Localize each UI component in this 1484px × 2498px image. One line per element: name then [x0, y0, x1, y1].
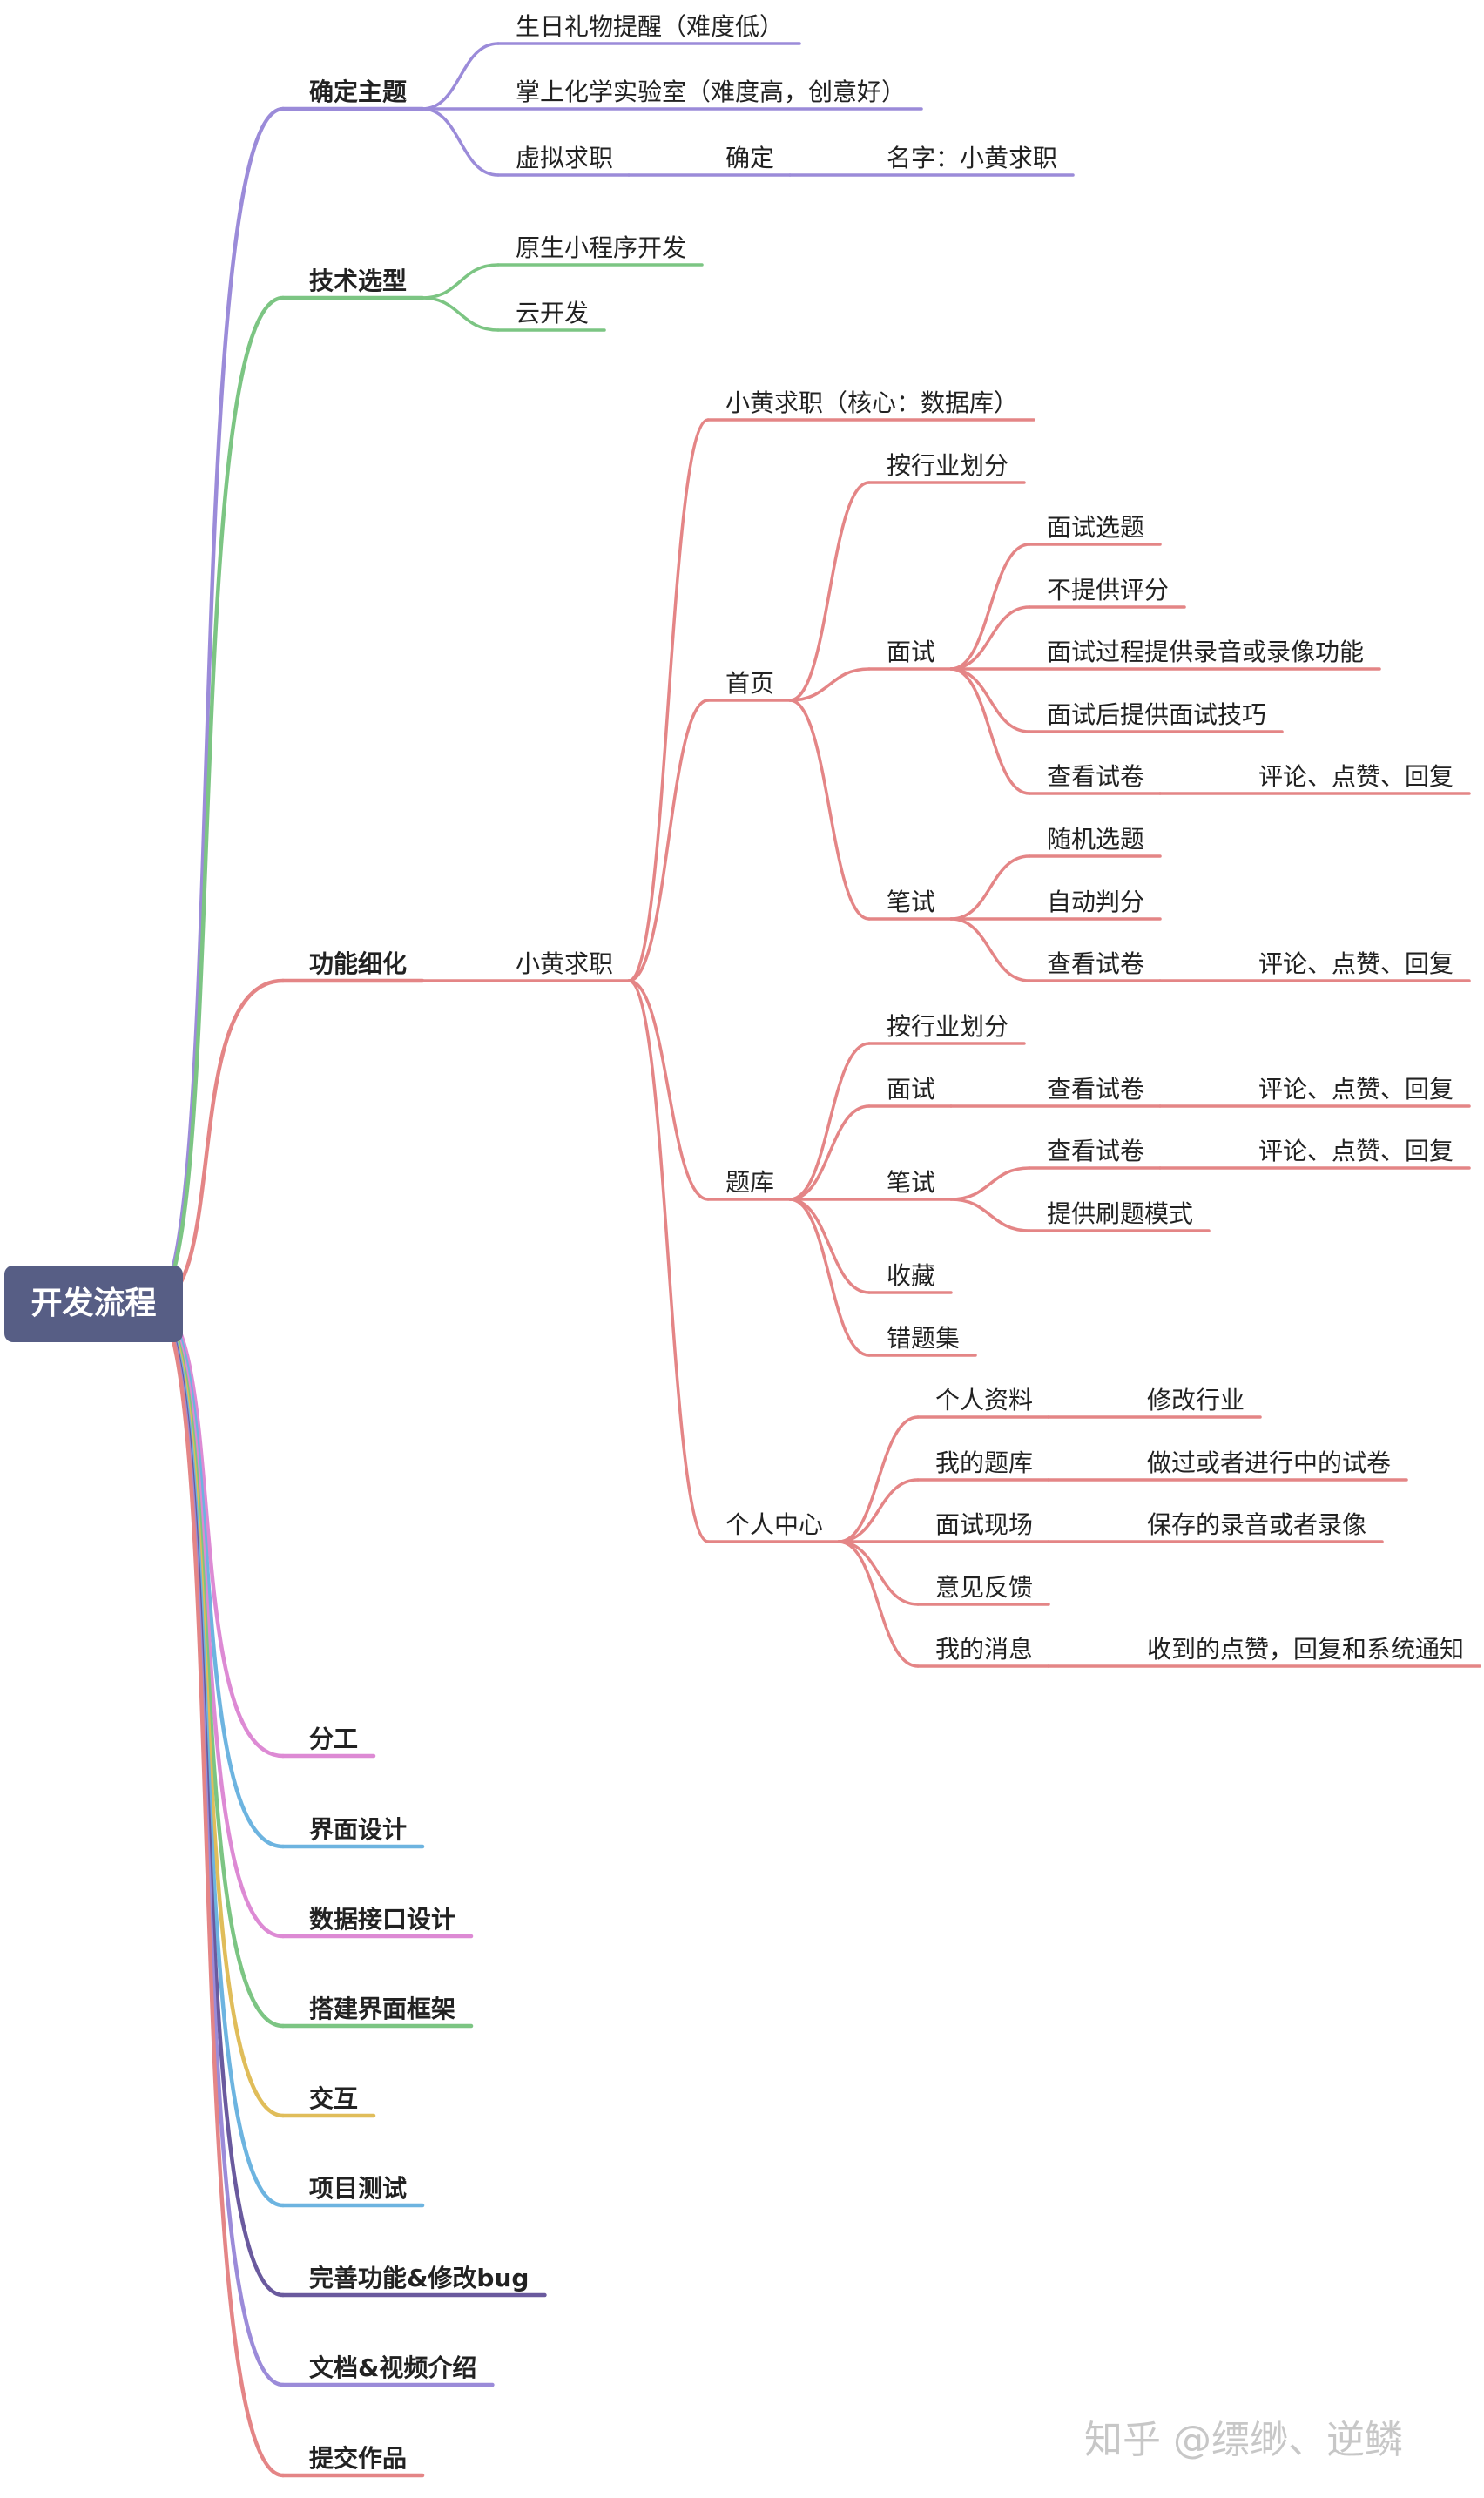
topic-node[interactable]: 自动判分 — [1047, 888, 1145, 916]
topic-node[interactable]: 评论、点赞、回复 — [1258, 949, 1454, 978]
branch-node[interactable]: 项目测试 — [309, 2174, 408, 2203]
branch-node[interactable]: 完善功能&修改bug — [309, 2264, 530, 2292]
branch-node[interactable]: 界面设计 — [309, 1815, 408, 1844]
topic-connector — [837, 1540, 920, 1606]
topic-node[interactable]: 面试后提供面试技巧 — [1047, 700, 1267, 729]
branch-connector — [150, 1301, 286, 2387]
topic-node[interactable]: 评论、点赞、回复 — [1258, 1137, 1454, 1165]
topic-node[interactable]: 个人中心 — [725, 1510, 824, 1539]
topic-connector — [627, 979, 710, 1543]
topic-node[interactable]: 收藏 — [887, 1261, 936, 1290]
topic-connector — [949, 917, 1031, 982]
topic-node[interactable]: 查看试卷 — [1047, 1137, 1145, 1165]
topic-node[interactable]: 题库 — [725, 1168, 775, 1197]
topic-connector — [788, 1198, 871, 1294]
topic-node[interactable]: 原生小程序开发 — [516, 233, 687, 262]
topic-node[interactable]: 面试选题 — [1047, 513, 1145, 542]
topic-connector — [788, 1104, 871, 1201]
topic-node[interactable]: 我的消息 — [935, 1635, 1034, 1664]
topic-node[interactable]: 个人资料 — [935, 1386, 1034, 1414]
topic-node[interactable]: 评论、点赞、回复 — [1258, 762, 1454, 791]
branch-node[interactable]: 技术选型 — [309, 267, 408, 295]
branch-connector — [150, 106, 286, 1306]
topic-connector — [627, 699, 710, 982]
topic-node[interactable]: 做过或者进行中的试卷 — [1147, 1448, 1392, 1477]
topic-connector — [949, 667, 1031, 795]
topic-node[interactable]: 修改行业 — [1147, 1386, 1245, 1414]
topic-node[interactable]: 查看试卷 — [1047, 762, 1145, 791]
topic-node[interactable]: 云开发 — [516, 299, 590, 327]
topic-node[interactable]: 小黄求职 — [516, 949, 614, 978]
topic-node[interactable]: 笔试 — [887, 1168, 936, 1197]
branch-node[interactable]: 确定主题 — [309, 78, 408, 106]
topic-connector — [788, 481, 871, 702]
topic-node[interactable]: 面试 — [887, 638, 936, 666]
topic-node[interactable]: 小黄求职（核心：数据库） — [725, 388, 1019, 417]
topic-connector — [949, 854, 1031, 921]
topic-node[interactable]: 意见反馈 — [935, 1573, 1034, 1602]
topic-connector — [421, 263, 500, 300]
topic-node[interactable]: 提供刷题模式 — [1047, 1199, 1194, 1228]
root-node[interactable]: 开发流程 — [4, 1266, 183, 1342]
topic-node[interactable]: 保存的录音或者录像 — [1147, 1510, 1367, 1539]
branch-connector — [150, 295, 286, 1306]
topic-node[interactable]: 面试过程提供录音或录像功能 — [1047, 638, 1365, 666]
topic-connector — [788, 667, 871, 702]
branch-connector — [150, 978, 286, 1306]
topic-connector — [627, 979, 710, 1201]
topic-connector — [949, 667, 1031, 733]
topic-connector — [788, 1042, 871, 1201]
branch-node[interactable]: 文档&视频介绍 — [309, 2353, 477, 2382]
topic-node[interactable]: 确定 — [725, 144, 775, 172]
branch-node[interactable]: 分工 — [309, 1725, 359, 1753]
topic-connector — [421, 42, 500, 111]
topic-connector — [421, 107, 500, 177]
topic-node[interactable]: 收到的点赞，回复和系统通知 — [1147, 1635, 1465, 1664]
topic-node[interactable]: 错题集 — [887, 1324, 961, 1353]
topic-node[interactable]: 我的题库 — [935, 1448, 1034, 1477]
branch-node[interactable]: 功能细化 — [309, 949, 408, 978]
topic-node[interactable]: 按行业划分 — [887, 1012, 1009, 1041]
topic-node[interactable]: 面试 — [887, 1075, 936, 1104]
topic-node[interactable]: 面试现场 — [935, 1510, 1034, 1539]
topic-connector — [421, 296, 500, 332]
topic-node[interactable]: 查看试卷 — [1047, 1075, 1145, 1104]
topic-connector — [949, 605, 1031, 671]
topic-node[interactable]: 虚拟求职 — [516, 144, 614, 172]
topic-connector — [837, 1415, 920, 1543]
topic-node[interactable]: 生日礼物提醒（难度低） — [516, 12, 785, 41]
topic-connector — [949, 543, 1031, 671]
topic-connector — [837, 1540, 920, 1668]
topic-node[interactable]: 评论、点赞、回复 — [1258, 1075, 1454, 1104]
branch-connector — [150, 1301, 286, 2478]
topic-connector — [788, 1198, 871, 1357]
topic-node[interactable]: 名字：小黄求职 — [887, 144, 1058, 172]
topic-connector — [788, 699, 871, 921]
topic-node[interactable]: 笔试 — [887, 888, 936, 916]
topic-connector — [949, 1166, 1031, 1201]
topic-node[interactable]: 首页 — [725, 669, 775, 698]
branch-node[interactable]: 搭建界面框架 — [309, 1995, 456, 2023]
topic-node[interactable]: 随机选题 — [1047, 825, 1145, 854]
topic-connector — [837, 1478, 920, 1543]
topic-connector — [627, 418, 710, 982]
topic-connector — [949, 1198, 1031, 1232]
watermark: 知乎 @缥缈、逆鳞 — [1084, 2418, 1403, 2462]
branch-node[interactable]: 数据接口设计 — [309, 1905, 456, 1934]
topic-node[interactable]: 掌上化学实验室（难度高，创意好） — [516, 78, 907, 106]
topic-node[interactable]: 按行业划分 — [887, 451, 1009, 480]
branch-node[interactable]: 交互 — [309, 2084, 359, 2113]
topic-node[interactable]: 查看试卷 — [1047, 949, 1145, 978]
branch-node[interactable]: 提交作品 — [309, 2444, 408, 2473]
topic-node[interactable]: 不提供评分 — [1047, 576, 1170, 604]
